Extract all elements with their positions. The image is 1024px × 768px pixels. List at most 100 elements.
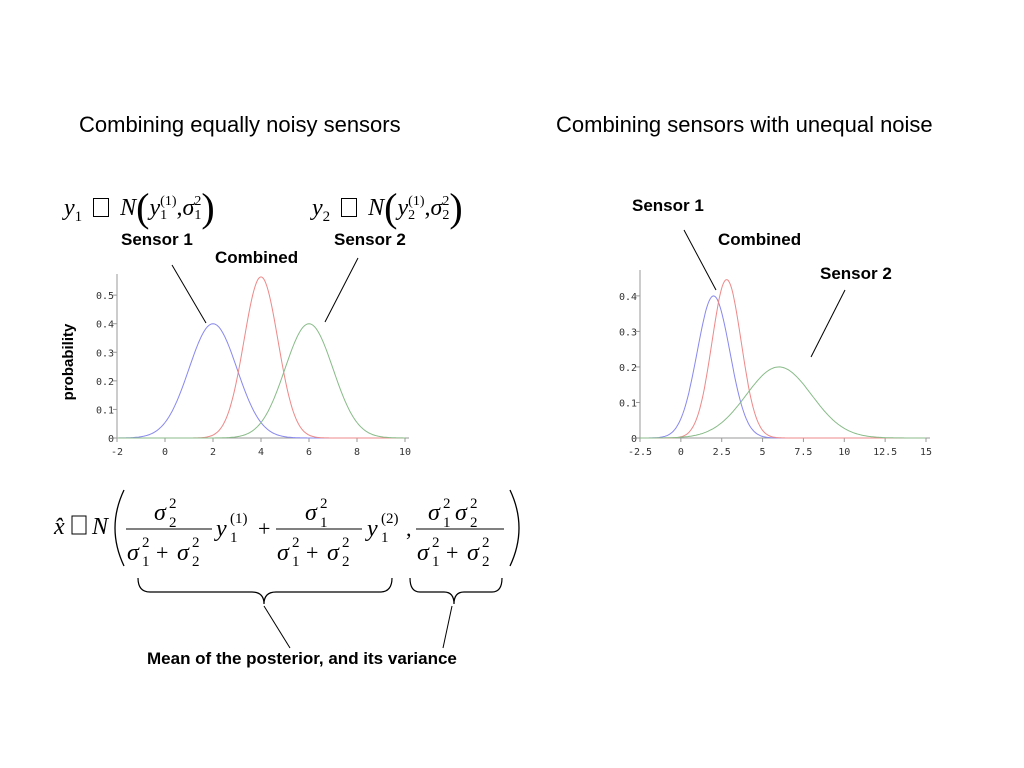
posterior-caption: Mean of the posterior, and its variance	[147, 649, 457, 668]
svg-text:σ: σ	[327, 540, 340, 566]
right-sensor2-pointer	[810, 289, 846, 358]
svg-text:2: 2	[192, 554, 200, 570]
right-curve-sensor-2	[640, 366, 926, 439]
svg-text:2: 2	[342, 535, 350, 551]
left-x-tick-label: 4	[258, 447, 264, 458]
svg-text:1: 1	[381, 530, 389, 546]
right-sensor2-label: Sensor 2	[820, 264, 892, 283]
missing-glyph-box	[71, 515, 87, 535]
missing-glyph-box	[341, 198, 358, 217]
right-x-tick-label: 5	[760, 447, 766, 458]
right-sensor1-pointer	[683, 229, 717, 291]
left-curve-combined	[117, 276, 405, 439]
svg-text:σ: σ	[154, 500, 167, 526]
mean-brace	[137, 577, 393, 605]
left-curves	[117, 276, 405, 439]
left-x-tick-label: 10	[399, 447, 411, 458]
left-sensor1-pointer	[171, 264, 207, 324]
right-x-tick-label: -2.5	[628, 447, 652, 458]
posterior-xhat: x̂	[53, 514, 65, 540]
right-x-tick-label: 15	[920, 447, 932, 458]
left-y-tick-label: 0	[108, 434, 114, 445]
left-y-tick-label: 0.3	[96, 348, 114, 359]
svg-text:2: 2	[432, 535, 440, 551]
left-combined-label: Combined	[215, 248, 299, 267]
right-x-tick-label: 2.5	[713, 447, 731, 458]
left-chart-title: Combining equally noisy sensors	[79, 112, 401, 137]
right-curve-combined	[640, 279, 926, 439]
left-y-tick-label: 0.5	[96, 291, 114, 302]
left-sensor2-label: Sensor 2	[334, 230, 406, 249]
svg-text:1: 1	[320, 515, 328, 531]
svg-text:2: 2	[470, 496, 478, 512]
svg-text:2: 2	[142, 535, 150, 551]
left-sensor1-label: Sensor 1	[121, 230, 193, 249]
svg-text:(2): (2)	[381, 511, 399, 527]
svg-text:2: 2	[292, 535, 300, 551]
svg-text:1: 1	[432, 554, 440, 570]
right-y-tick-label: 0.4	[619, 292, 637, 303]
svg-text:σ: σ	[467, 540, 480, 566]
svg-text:σ: σ	[177, 540, 190, 566]
right-sensor1-label: Sensor 1	[632, 196, 704, 215]
left-x-tick-label: 0	[162, 447, 168, 458]
svg-text:σ: σ	[127, 540, 140, 566]
right-x-tick-label: 0	[678, 447, 684, 458]
left-x-tick-label: -2	[111, 447, 123, 458]
svg-text:σ: σ	[305, 500, 318, 526]
posterior-right-paren	[509, 489, 520, 567]
mean-brace-pointer	[263, 605, 291, 649]
svg-text:2: 2	[342, 554, 350, 570]
variance-brace	[409, 577, 503, 605]
svg-text:σ: σ	[455, 500, 468, 526]
svg-text:+: +	[446, 540, 458, 565]
svg-text:2: 2	[482, 535, 490, 551]
left-curve-sensor-1	[117, 323, 405, 439]
right-ticks: -2.5 0 2.5 5 7.5 10 12.5 15 0 0.1 0.2 0.3 0.4	[619, 292, 932, 458]
svg-text:y: y	[365, 516, 378, 542]
variance-brace-pointer	[442, 605, 453, 649]
right-y-tick-label: 0.1	[619, 398, 637, 409]
svg-text:1: 1	[142, 554, 150, 570]
svg-text:2: 2	[470, 515, 478, 531]
svg-text:,: ,	[406, 516, 412, 541]
left-sensor2-pointer	[324, 257, 359, 323]
svg-text:y: y	[214, 516, 227, 542]
right-curves	[640, 279, 926, 439]
right-y-tick-label: 0	[631, 434, 637, 445]
right-y-tick-label: 0.3	[619, 327, 637, 338]
svg-text:σ: σ	[428, 500, 441, 526]
left-y-tick-label: 0.1	[96, 405, 114, 416]
svg-text:2: 2	[443, 496, 451, 512]
right-y-tick-label: 0.2	[619, 363, 637, 374]
svg-text:2: 2	[169, 515, 177, 531]
left-y-tick-label: 0.2	[96, 377, 114, 388]
svg-text:1: 1	[230, 530, 238, 546]
right-x-tick-label: 10	[838, 447, 850, 458]
svg-text:+: +	[306, 540, 318, 565]
pointer-lines	[171, 229, 846, 649]
svg-text:2: 2	[482, 554, 490, 570]
left-y-axis-label: probability	[60, 323, 77, 400]
svg-text:σ: σ	[417, 540, 430, 566]
right-chart: -2.5 0 2.5 5 7.5 10 12.5 15 0 0.1 0.2 0.3 0.4	[619, 270, 932, 458]
svg-text:1: 1	[443, 515, 451, 531]
svg-text:+: +	[258, 516, 270, 541]
right-x-tick-label: 12.5	[873, 447, 897, 458]
svg-text:σ: σ	[277, 540, 290, 566]
svg-text:1: 1	[292, 554, 300, 570]
posterior-N: N	[91, 514, 110, 540]
left-y-tick-label: 0.4	[96, 320, 114, 331]
posterior-left-paren	[114, 489, 125, 567]
left-curve-sensor-2	[117, 323, 405, 439]
left-x-tick-label: 8	[354, 447, 360, 458]
right-chart-title: Combining sensors with unequal noise	[556, 112, 933, 137]
right-x-tick-label: 7.5	[794, 447, 812, 458]
svg-text:2: 2	[320, 496, 328, 512]
right-combined-label: Combined	[718, 230, 802, 249]
svg-text:+: +	[156, 540, 168, 565]
